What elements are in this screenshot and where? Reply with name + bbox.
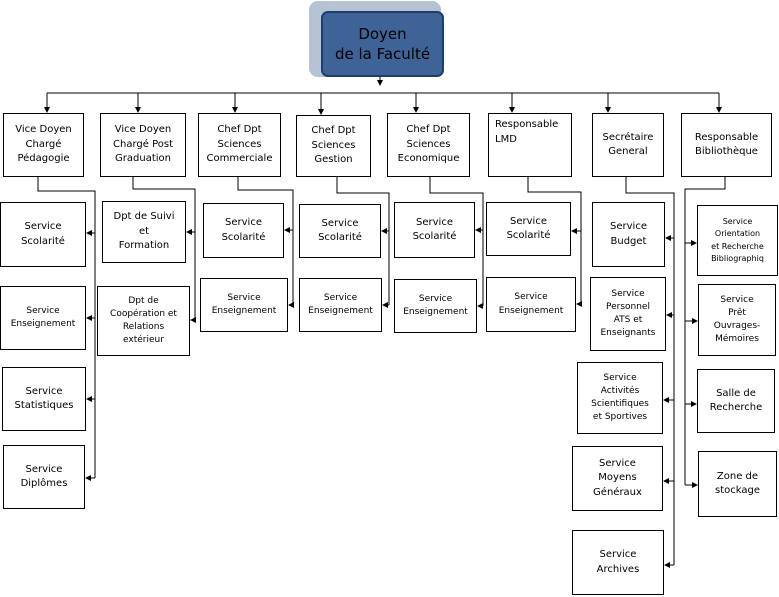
head-responsable-bibliotheque: Responsable Bibliothèque	[681, 113, 772, 177]
service-enseignement: Service Enseignement	[299, 278, 382, 332]
head-responsable-lmd: Responsable LMD	[488, 113, 572, 177]
service-statistiques: Service Statistiques	[2, 367, 86, 431]
service-scolarite: Service Scolarité	[0, 202, 86, 267]
service-scolarite: Service Scolarité	[394, 202, 475, 258]
service-enseignement: Service Enseignement	[200, 278, 288, 332]
service-scolarite: Service Scolarité	[486, 202, 571, 256]
service-scolarite: Service Scolarité	[299, 204, 381, 258]
head-chef-dpt-commerciale: Chef Dpt Sciences Commerciale	[198, 113, 281, 177]
head-vice-doyen-post-graduation: Vice Doyen Chargé Post Graduation	[100, 113, 186, 177]
dpt-cooperation-relations: Dpt de Coopération et Relations extérieu…	[97, 286, 190, 356]
service-enseignement: Service Enseignement	[0, 286, 86, 350]
service-scolarite: Service Scolarité	[203, 203, 284, 258]
service-enseignement: Service Enseignement	[486, 277, 576, 332]
service-archives: Service Archives	[572, 530, 664, 595]
service-personnel: Service Personnel ATS et Enseignants	[590, 277, 666, 351]
dpt-suivi-formation: Dpt de Suivi et Formation	[102, 201, 186, 263]
service-activites-scientifiques: Service Activités Scientifiques et Sport…	[577, 362, 663, 434]
root-node-doyen: Doyen de la Faculté	[321, 11, 444, 77]
service-enseignement: Service Enseignement	[394, 279, 477, 333]
head-chef-dpt-economique: Chef Dpt Sciences Economique	[387, 113, 470, 177]
zone-de-stockage: Zone de stockage	[698, 451, 777, 517]
head-vice-doyen-pedagogie: Vice Doyen Chargé Pédagogie	[3, 113, 84, 177]
head-secretaire-general: Secrétaire General	[592, 113, 664, 177]
service-diplomes: Service Diplômes	[3, 445, 85, 509]
head-chef-dpt-gestion: Chef Dpt Sciences Gestion	[296, 115, 371, 177]
service-orientation-recherche: Service Orientation et Recherche Bibliog…	[697, 205, 778, 276]
salle-de-recherche: Salle de Recherche	[697, 369, 775, 433]
service-moyens-generaux: Service Moyens Généraux	[572, 446, 663, 511]
service-budget: Service Budget	[592, 202, 665, 267]
service-pret-ouvrages: Service Prêt Ouvrages- Mémoires	[698, 284, 776, 356]
